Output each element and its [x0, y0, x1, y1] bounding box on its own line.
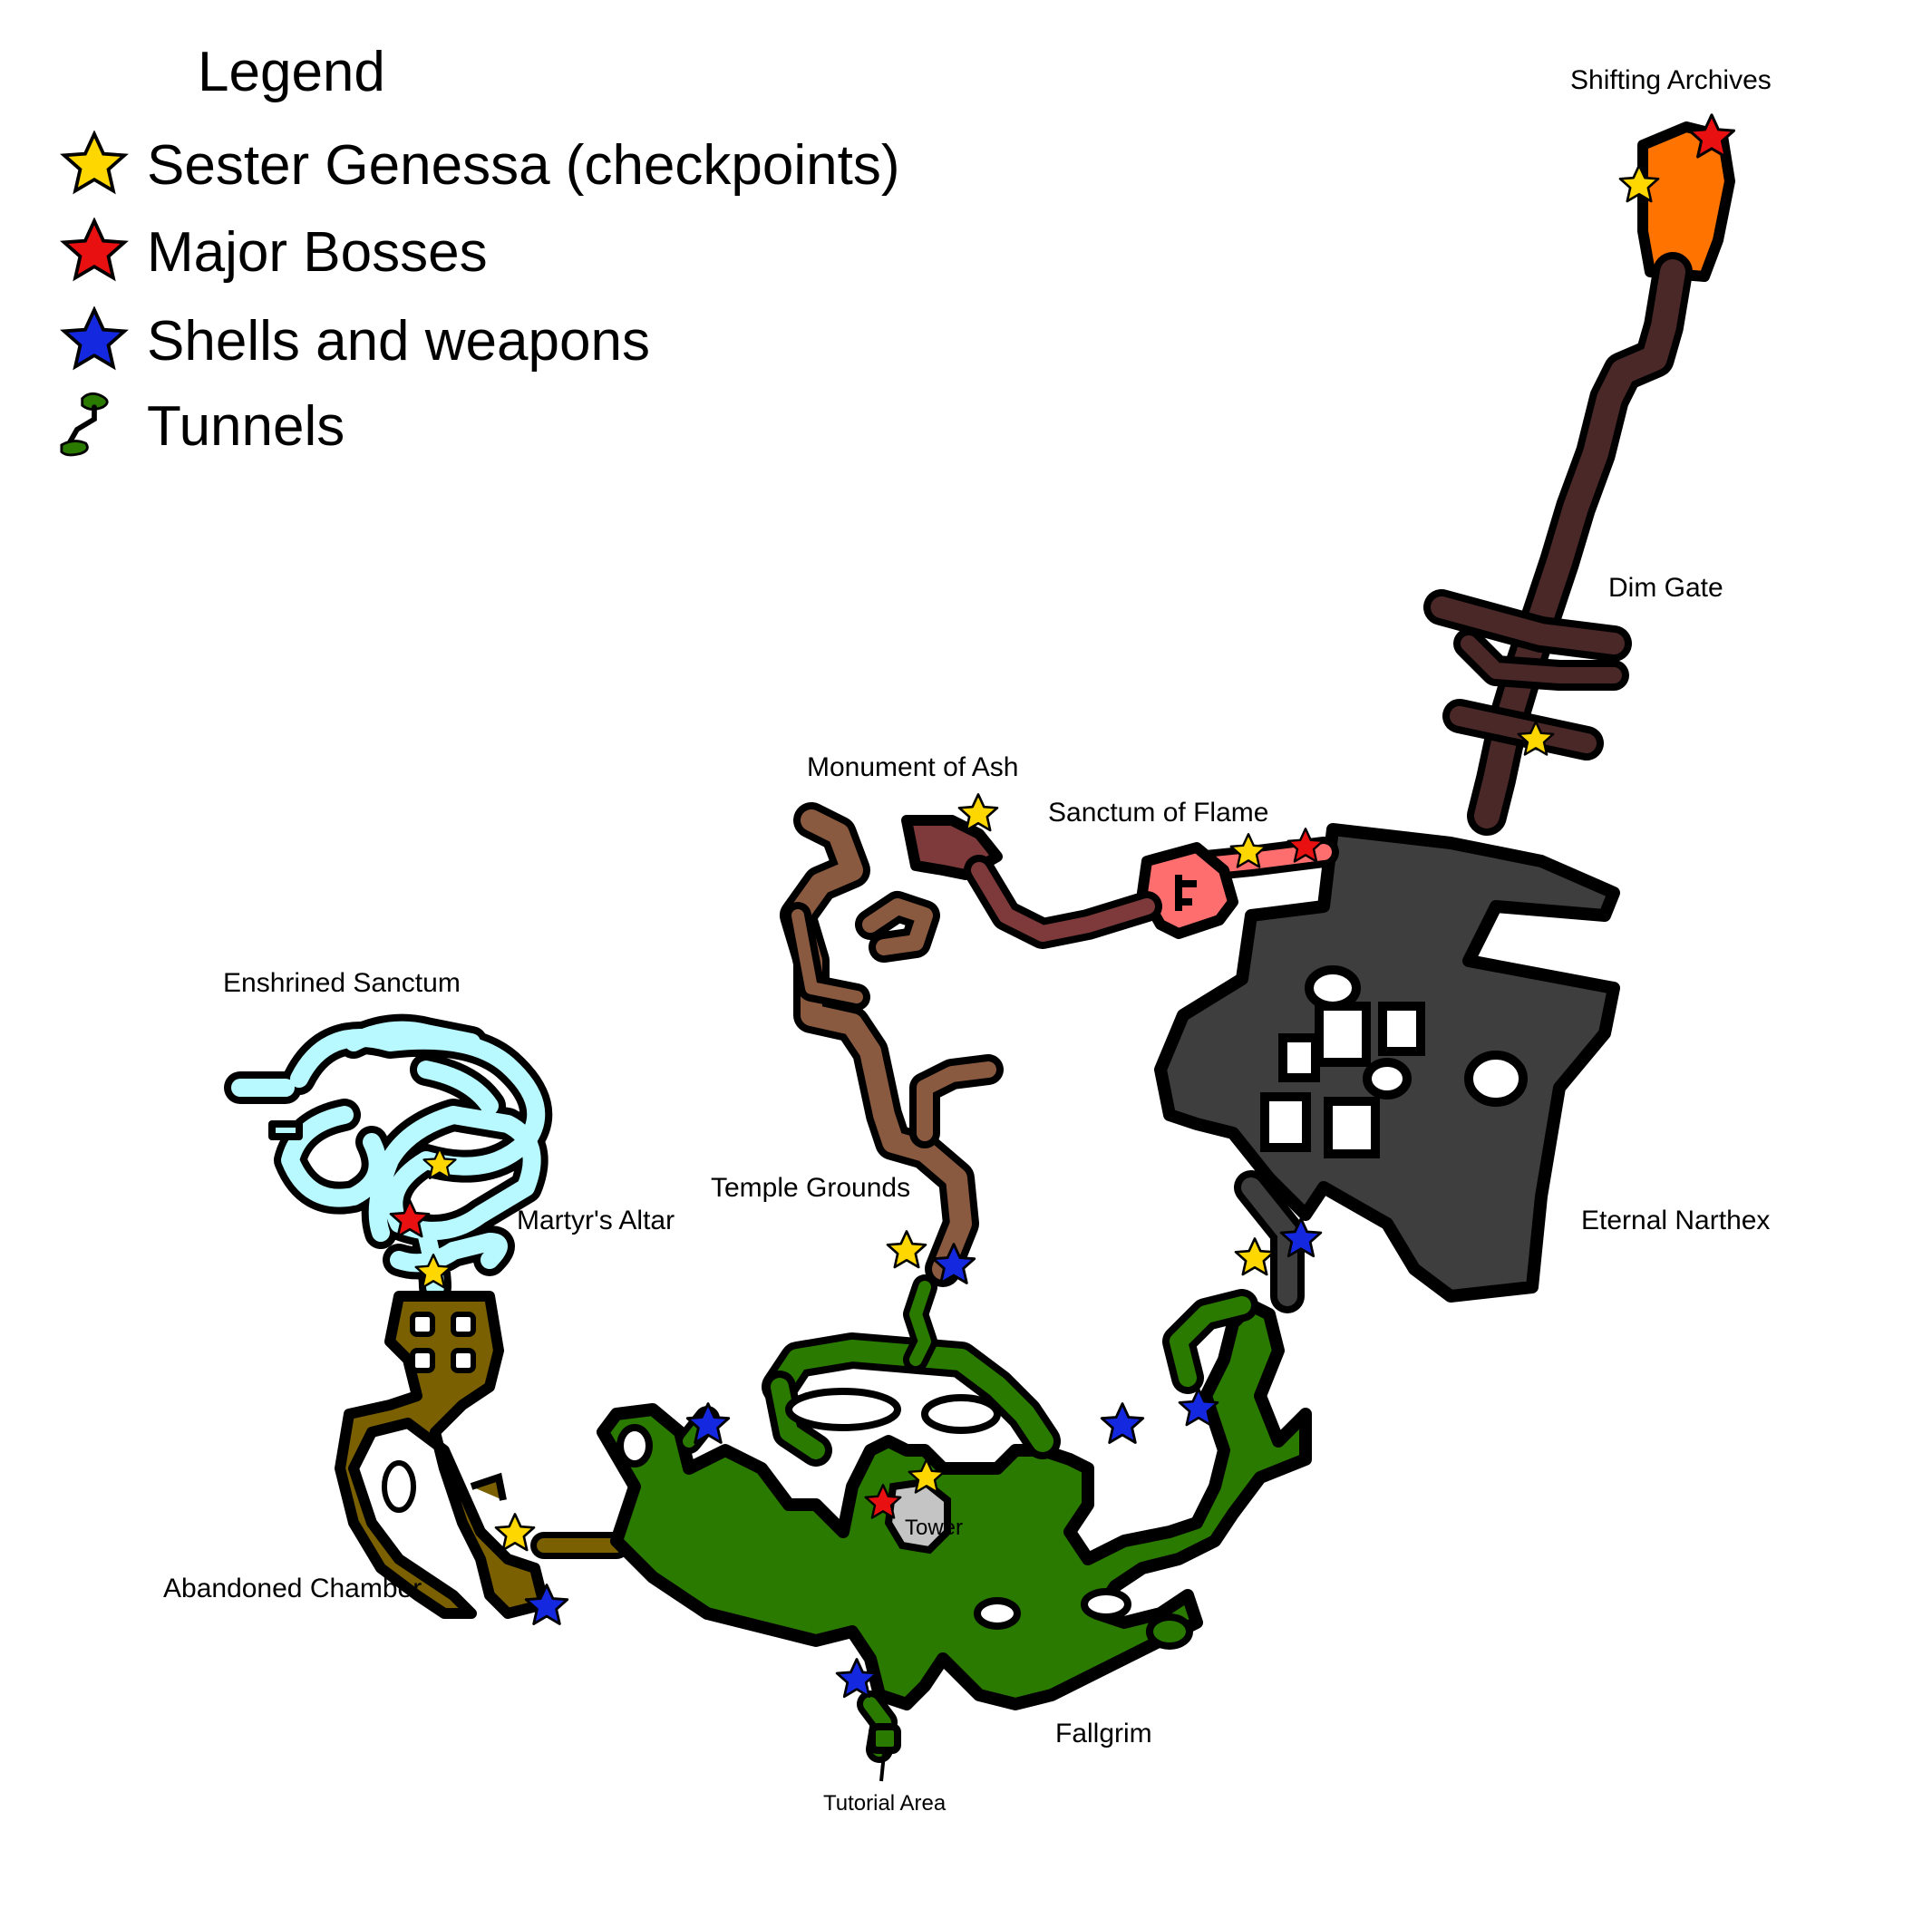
label-abandoned-chamber: Abandoned Chamber [163, 1574, 422, 1603]
label-temple-grounds: Temple Grounds [711, 1173, 911, 1203]
legend-title: Legend [198, 41, 385, 103]
checkpoint-marker[interactable] [494, 1513, 536, 1552]
legend-label: Tunnels [147, 394, 345, 458]
label-sanctum-of-flame: Sanctum of Flame [1048, 798, 1269, 828]
temple-grounds-area [780, 802, 1004, 1287]
legend-label: Shells and weapons [147, 309, 650, 373]
legend-item-bosses: Major Bosses [60, 216, 488, 288]
legend-item-shells: Shells and weapons [60, 305, 650, 377]
legend-item-tunnels: Tunnels [60, 390, 345, 462]
eternal-narthex-area [1154, 823, 1620, 1313]
label-shifting-archives: Shifting Archives [1570, 65, 1772, 95]
label-tower: Tower [905, 1516, 964, 1540]
shell-weapon-marker[interactable] [1100, 1402, 1145, 1444]
yellow-star-icon [60, 131, 129, 195]
fallgrim-area [597, 1274, 1312, 1782]
legend-item-checkpoints: Sester Genessa (checkpoints) [60, 129, 900, 201]
dim-gate-area [1423, 252, 1693, 836]
label-fallgrim: Fallgrim [1055, 1719, 1152, 1748]
red-star-icon [60, 218, 129, 282]
blue-star-icon [60, 306, 129, 371]
legend-label: Sester Genessa (checkpoints) [147, 133, 900, 197]
label-dim-gate: Dim Gate [1608, 573, 1723, 603]
abandoned-chamber-area [335, 1291, 630, 1619]
checkpoint-marker[interactable] [1234, 1237, 1276, 1276]
label-tutorial-area: Tutorial Area [823, 1791, 947, 1816]
tunnel-icon [60, 392, 109, 457]
label-martyrs-altar: Martyr's Altar [517, 1206, 675, 1235]
monument-of-ash-area [901, 815, 1162, 949]
enshrined-sanctum-area [224, 1013, 553, 1303]
legend-label: Major Bosses [147, 220, 488, 284]
label-monument-of-ash: Monument of Ash [807, 752, 1019, 782]
label-enshrined-sanctum: Enshrined Sanctum [223, 968, 461, 998]
label-eternal-narthex: Eternal Narthex [1581, 1206, 1771, 1235]
checkpoint-marker[interactable] [886, 1230, 927, 1269]
